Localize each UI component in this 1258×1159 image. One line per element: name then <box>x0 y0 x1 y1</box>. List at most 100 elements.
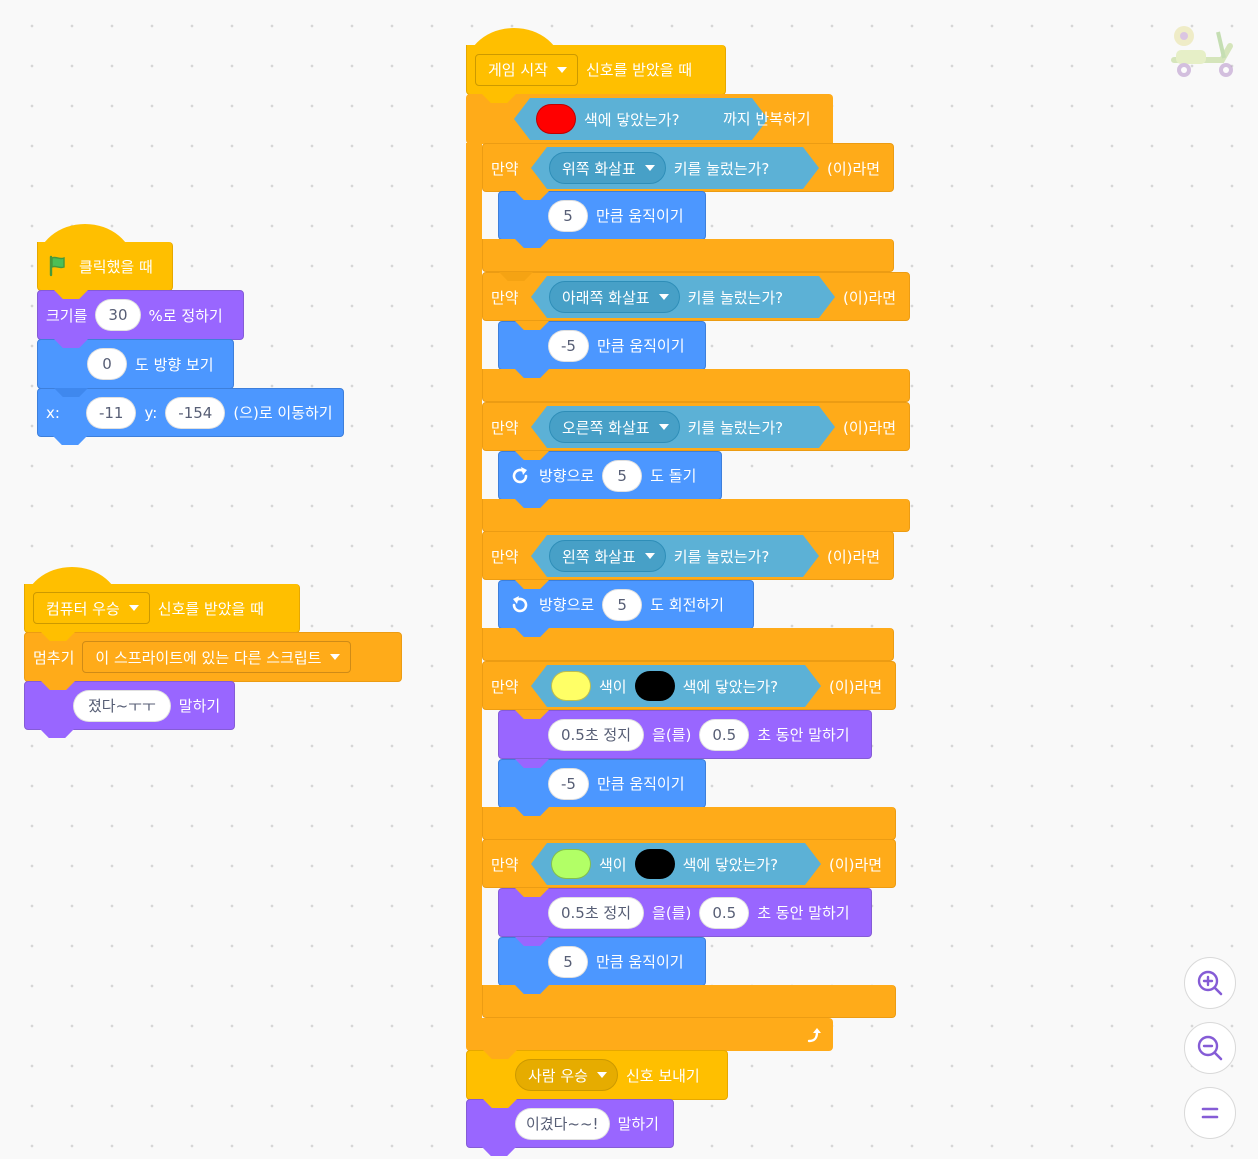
broadcast-block[interactable]: 사람 우승 신호 보내기 <box>466 1050 728 1100</box>
direction-input[interactable]: 0 <box>87 348 127 380</box>
connector <box>515 759 549 768</box>
stop-block[interactable]: 멈추기 이 스프라이트에 있는 다른 스크립트 <box>24 632 402 682</box>
say-for-secs-block[interactable]: 0.5초 정지 을(를) 0.5 초 동안 말하기 <box>498 888 872 937</box>
broadcast-dropdown[interactable]: 사람 우승 <box>515 1059 618 1091</box>
stop-option-dropdown[interactable]: 이 스프라이트에 있는 다른 스크립트 <box>82 641 352 673</box>
say-mid-label: 을(를) <box>652 904 692 922</box>
steps-input[interactable]: 5 <box>548 945 588 978</box>
y-input[interactable]: -154 <box>165 396 226 429</box>
key-name: 왼쪽 화살표 <box>562 547 636 566</box>
color-a-swatch[interactable] <box>551 671 591 701</box>
secs-input[interactable]: 0.5 <box>699 718 750 751</box>
set-size-label: 크기를 <box>46 306 88 325</box>
if-footer <box>482 499 910 532</box>
turn-right-label: 방향으로 <box>539 467 595 485</box>
key-dropdown[interactable]: 왼쪽 화살표 <box>549 540 666 572</box>
degrees-input[interactable]: 5 <box>602 588 643 621</box>
color-touching-color-condition[interactable]: 색이 색에 닿았는가? <box>531 665 821 707</box>
steps-input[interactable]: -5 <box>548 767 589 800</box>
key-pressed-condition[interactable]: 위쪽 화살표 키를 눌렀는가? <box>531 147 819 189</box>
move-steps-block[interactable]: -5 만큼 움직이기 <box>498 321 706 370</box>
key-pressed-label: 키를 눌렀는가? <box>673 159 770 178</box>
say-text-input[interactable]: 0.5초 정지 <box>548 896 645 929</box>
say-mid-label: 을(를) <box>652 726 692 744</box>
color-a-swatch[interactable] <box>551 849 591 879</box>
color-touching-color-condition[interactable]: 색이 색에 닿았는가? <box>531 843 821 885</box>
key-dropdown[interactable]: 오른쪽 화살표 <box>549 411 680 443</box>
key-name: 위쪽 화살표 <box>562 159 636 178</box>
if-header[interactable]: 만약 아래쪽 화살표 키를 눌렀는가? (이)라면 <box>482 272 910 321</box>
if-header[interactable]: 만약 왼쪽 화살표 키를 눌렀는가? (이)라면 <box>482 531 894 580</box>
chevron-down-icon <box>128 605 139 611</box>
steps-input[interactable]: -5 <box>548 329 589 362</box>
if-label: 만약 <box>491 856 519 874</box>
zoom-reset-button[interactable] <box>1184 1087 1236 1139</box>
connector <box>515 321 549 330</box>
move-steps-block[interactable]: 5 만큼 움직이기 <box>498 937 706 986</box>
turn-left-block[interactable]: 방향으로 5 도 회전하기 <box>498 580 754 629</box>
color-b-swatch[interactable] <box>635 671 675 701</box>
say-block[interactable]: 이겼다~~! 말하기 <box>466 1099 674 1148</box>
repeat-footer <box>466 1018 833 1051</box>
message-dropdown[interactable]: 컴퓨터 우승 <box>33 592 150 624</box>
say-post-label: 초 동안 말하기 <box>757 904 850 922</box>
set-size-block[interactable]: 크기를 30 %로 정하기 <box>37 290 244 340</box>
when-flag-clicked-block[interactable]: 클릭했을 때 <box>37 242 173 291</box>
direction-label: 도 방향 보기 <box>135 355 214 374</box>
key-pressed-condition[interactable]: 왼쪽 화살표 키를 눌렀는가? <box>531 535 819 577</box>
when-receive-block[interactable]: 컴퓨터 우승 신호를 받았을 때 <box>24 584 300 633</box>
move-label: 만큼 움직이기 <box>596 207 684 225</box>
connector <box>515 888 549 897</box>
zoom-out-button[interactable] <box>1184 1022 1236 1074</box>
key-dropdown[interactable]: 아래쪽 화살표 <box>549 281 680 313</box>
connector <box>515 369 549 378</box>
connector <box>482 94 516 103</box>
size-input[interactable]: 30 <box>95 299 141 331</box>
color-is-label: 색이 <box>599 855 627 874</box>
degrees-input[interactable]: 5 <box>602 459 643 492</box>
message-dropdown[interactable]: 게임 시작 <box>475 53 578 86</box>
then-label: (이)라면 <box>827 548 881 566</box>
x-input[interactable]: -11 <box>85 396 137 429</box>
if-footer <box>482 807 896 840</box>
key-pressed-condition[interactable]: 오른쪽 화살표 키를 눌렀는가? <box>531 406 835 448</box>
if-footer <box>482 628 894 661</box>
repeat-until-header[interactable]: 색에 닿았는가? 까지 반복하기 <box>466 94 833 144</box>
color-b-swatch[interactable] <box>635 849 675 879</box>
then-label: (이)라면 <box>829 678 883 696</box>
turn-right-post: 도 돌기 <box>650 467 697 485</box>
go-to-xy-block[interactable]: x: -11 y: -154 (으)로 이동하기 <box>37 388 344 437</box>
turn-left-post: 도 회전하기 <box>650 596 724 614</box>
say-for-secs-block[interactable]: 0.5초 정지 을(를) 0.5 초 동안 말하기 <box>498 710 872 759</box>
secs-input[interactable]: 0.5 <box>699 896 750 929</box>
when-receive-block[interactable]: 게임 시작 신호를 받았을 때 <box>466 45 726 95</box>
point-direction-block[interactable]: 0 도 방향 보기 <box>37 339 234 389</box>
connector <box>515 191 549 200</box>
say-block[interactable]: 졌다~ㅜㅜ 말하기 <box>24 681 235 730</box>
turn-right-block[interactable]: 방향으로 5 도 돌기 <box>498 451 722 500</box>
if-header[interactable]: 만약 색이 색에 닿았는가? (이)라면 <box>482 839 896 888</box>
zoom-in-button[interactable] <box>1184 957 1236 1009</box>
touching-color-condition[interactable]: 색에 닿았는가? <box>514 98 768 140</box>
move-steps-block[interactable]: 5 만큼 움직이기 <box>498 191 706 240</box>
zoom-reset-icon <box>1201 1107 1219 1119</box>
connector <box>54 388 88 397</box>
repeat-color-swatch[interactable] <box>536 104 576 134</box>
if-header[interactable]: 만약 오른쪽 화살표 키를 눌렀는가? (이)라면 <box>482 402 910 451</box>
key-dropdown[interactable]: 위쪽 화살표 <box>549 152 666 184</box>
say-input[interactable]: 졌다~ㅜㅜ <box>73 689 171 722</box>
bottom-tab <box>40 729 74 738</box>
chevron-down-icon <box>596 1072 607 1078</box>
say-input[interactable]: 이겼다~~! <box>515 1107 610 1140</box>
then-label: (이)라면 <box>843 289 897 307</box>
steps-input[interactable]: 5 <box>548 199 588 232</box>
chevron-down-icon <box>556 66 567 73</box>
say-label: 말하기 <box>617 1115 659 1133</box>
key-pressed-label: 키를 눌렀는가? <box>687 418 784 437</box>
say-text-input[interactable]: 0.5초 정지 <box>548 718 645 751</box>
move-steps-block[interactable]: -5 만큼 움직이기 <box>498 759 706 808</box>
rotate-left-icon <box>512 595 528 612</box>
if-header[interactable]: 만약 색이 색에 닿았는가? (이)라면 <box>482 661 896 710</box>
if-header[interactable]: 만약 위쪽 화살표 키를 눌렀는가? (이)라면 <box>482 143 894 192</box>
key-pressed-condition[interactable]: 아래쪽 화살표 키를 눌렀는가? <box>531 276 835 318</box>
